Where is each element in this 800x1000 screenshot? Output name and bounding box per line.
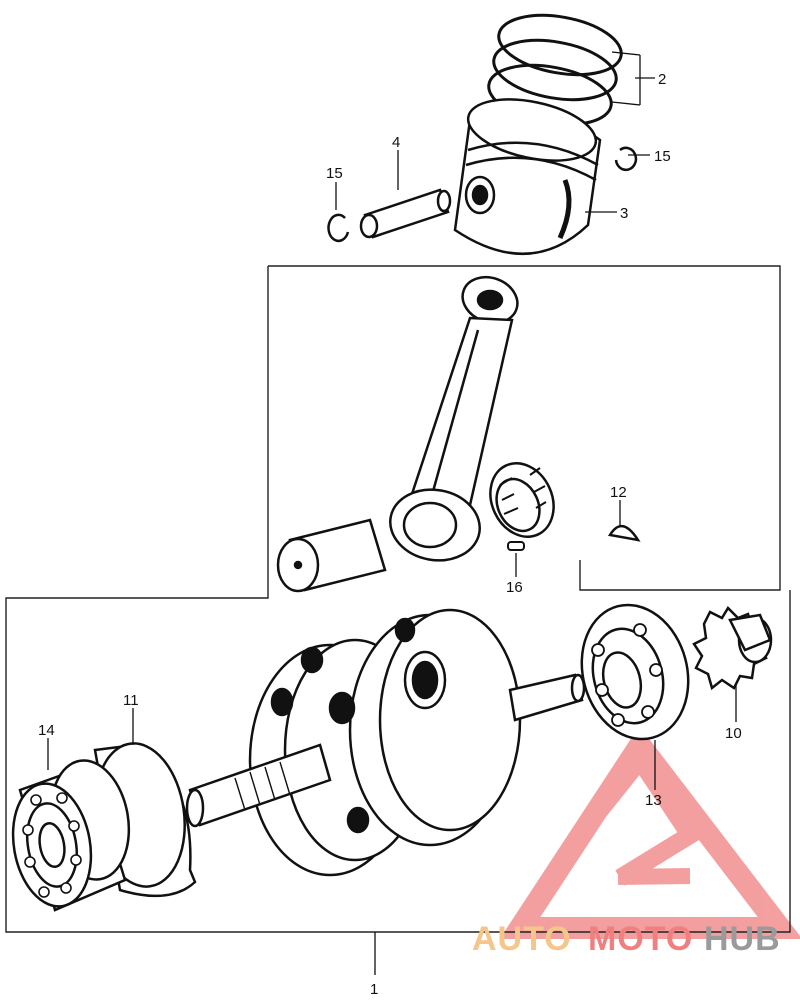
callout-14: 14 bbox=[38, 722, 55, 739]
leader-lines bbox=[47, 51, 737, 975]
callout-13: 13 bbox=[645, 792, 662, 809]
callout-2: 2 bbox=[658, 71, 666, 88]
crank-pin bbox=[276, 518, 387, 593]
ball-bearing-13 bbox=[580, 603, 690, 741]
woodruff-key bbox=[607, 525, 641, 542]
watermark-text: AUTO MOTO HUB bbox=[472, 920, 781, 958]
drive-sprocket-10 bbox=[692, 605, 773, 691]
callout-15-left: 15 bbox=[326, 165, 343, 182]
callout-15-right: 15 bbox=[654, 148, 671, 165]
connecting-rod bbox=[389, 275, 519, 562]
callout-12: 12 bbox=[610, 484, 627, 501]
callout-labels: 2 3 4 15 15 12 16 11 14 13 10 1 bbox=[38, 71, 742, 998]
group-outline bbox=[5, 265, 791, 933]
watermark-text-auto: AUTO bbox=[472, 920, 572, 958]
callout-3: 3 bbox=[620, 205, 628, 222]
piston bbox=[453, 98, 602, 256]
callout-10: 10 bbox=[725, 725, 742, 742]
crankshaft bbox=[185, 608, 586, 877]
callout-16: 16 bbox=[506, 579, 523, 596]
ball-bearing-14 bbox=[11, 759, 131, 912]
watermark-text-hub: HUB bbox=[704, 920, 781, 958]
watermark-text-moto: MOTO bbox=[588, 920, 693, 958]
pin bbox=[507, 541, 525, 551]
piston-pin bbox=[359, 188, 452, 239]
piston-pin-clip bbox=[327, 146, 638, 243]
callout-4: 4 bbox=[392, 134, 400, 151]
piston-rings bbox=[487, 13, 623, 127]
watermark-logo bbox=[499, 725, 800, 939]
callout-11: 11 bbox=[123, 692, 139, 709]
needle-bearing bbox=[489, 462, 555, 538]
callout-1: 1 bbox=[370, 981, 378, 998]
